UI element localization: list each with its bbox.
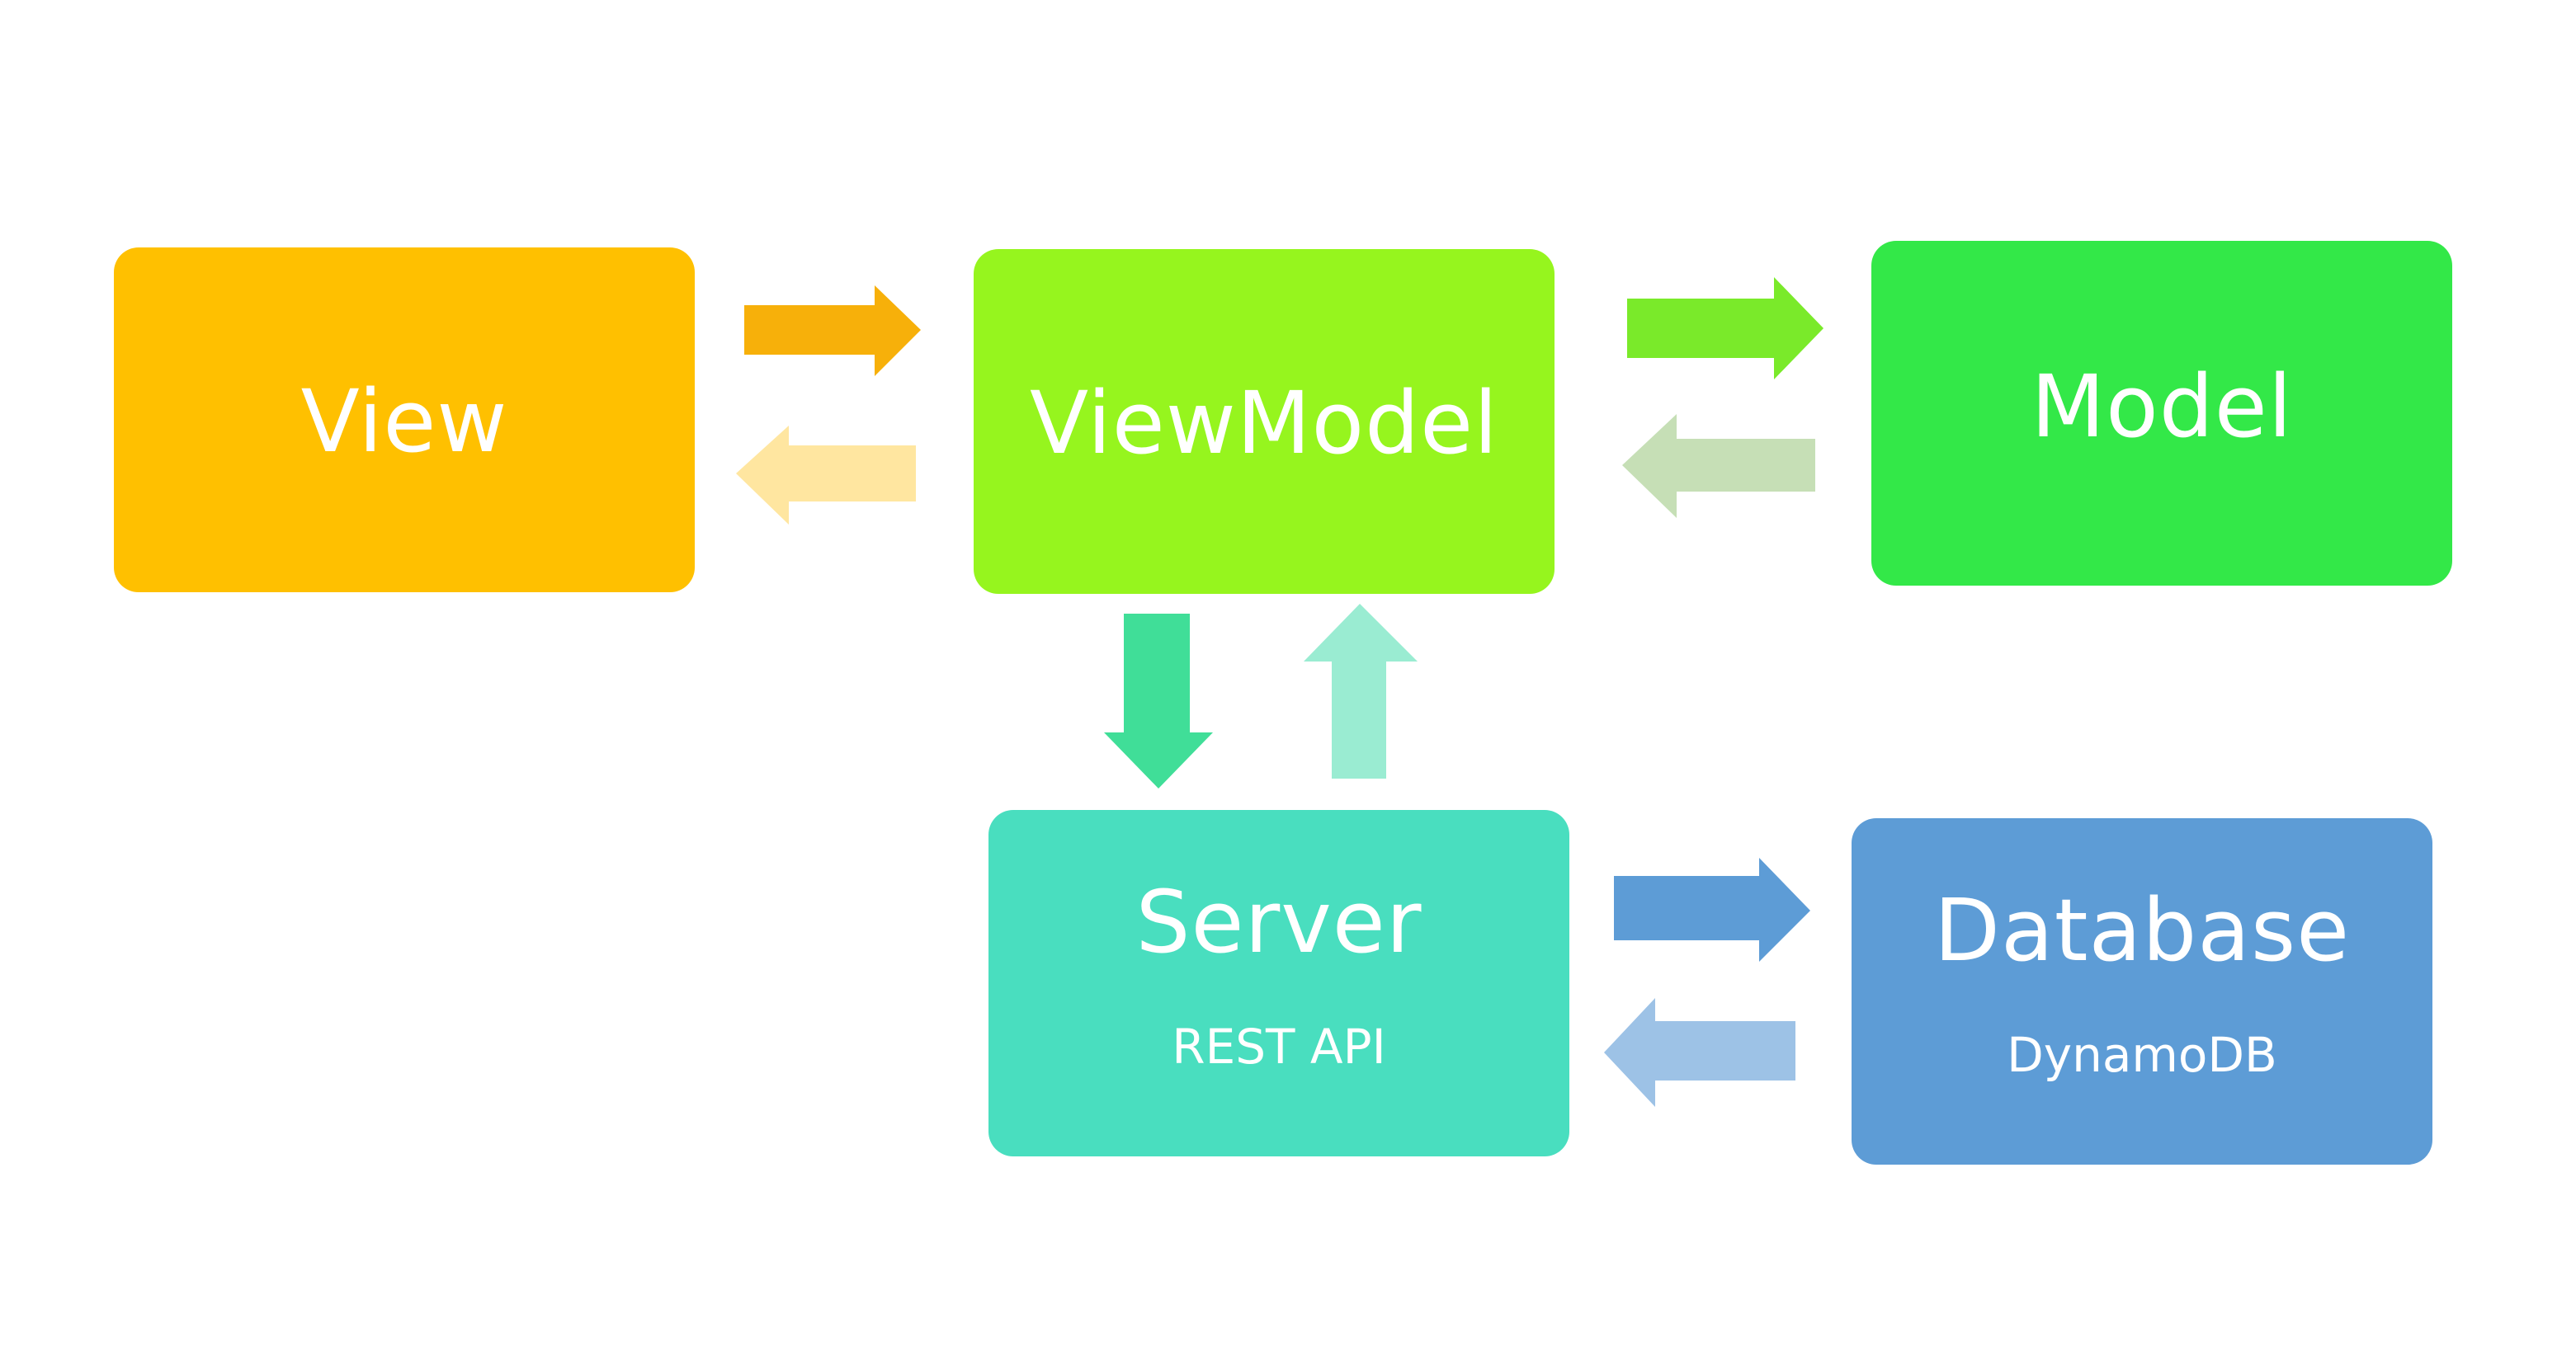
arrow-server-to-database [1614,858,1810,962]
server-node: Server REST API [988,810,1569,1156]
model-title: Model [2031,356,2293,457]
server-title: Server [1135,872,1422,972]
server-subtitle: REST API [1172,1019,1386,1075]
view-node: View [114,247,695,592]
arrow-viewmodel-to-model [1627,277,1823,379]
database-node: Database DynamoDB [1852,818,2432,1165]
arrow-model-to-viewmodel [1622,414,1815,518]
view-title: View [300,371,508,472]
database-title: Database [1933,880,2351,981]
arrow-viewmodel-to-view [736,426,916,525]
arrow-database-to-server [1604,998,1795,1107]
arrow-view-to-viewmodel [744,285,921,376]
viewmodel-title: ViewModel [1029,373,1499,473]
database-subtitle: DynamoDB [2007,1027,2277,1083]
model-node: Model [1871,241,2452,586]
viewmodel-node: ViewModel [974,249,1555,594]
arrow-viewmodel-to-server [1104,614,1213,789]
arrow-server-to-viewmodel [1304,604,1418,779]
